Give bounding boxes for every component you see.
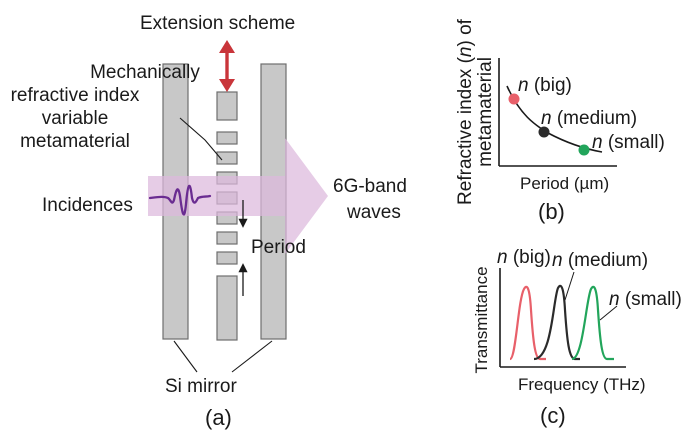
peak-small [571,285,614,361]
metamaterial-label-line2: refractive index [11,85,140,106]
si-mirror-leader-right [231,340,273,373]
peak-big-label: n (big) [497,247,551,268]
point-small [578,144,590,156]
peak-medium-label: n (medium) [552,250,648,271]
extension-arrow [219,40,235,92]
metamaterial-block [216,231,238,245]
panel-c-caption: (c) [540,403,566,428]
period-label: Period [251,237,306,258]
metamaterial-leader [179,117,223,161]
si-mirror-leader-left [173,340,198,373]
point-small-label: n (small) [592,132,665,153]
metamaterial-block [216,151,238,165]
peak-small-leader [599,305,618,321]
point-medium [538,126,550,138]
incident-wave [148,184,212,216]
metamaterial-label-line1: Mechanically [90,62,200,83]
panel-c: Transmittance Frequency (THz) n (big) n … [472,247,682,428]
wave-arrow [148,138,328,254]
point-medium-label: n (medium) [541,108,637,129]
panel-a: Extension scheme Mechanically refractive… [11,13,407,430]
panel-c-ylabel: Transmittance [472,266,491,373]
panel-b-xlabel: Period (µm) [520,174,609,193]
peak-big [508,285,546,361]
panel-c-xlabel: Frequency (THz) [518,375,646,394]
metamaterial-block [216,251,238,265]
extension-scheme-label: Extension scheme [140,13,295,34]
panel-b-ylabel-line2: metamaterial [475,57,496,167]
peak-medium-leader [564,271,575,301]
incidences-label: Incidences [42,195,133,216]
point-big [508,93,520,105]
metamaterial-top-bar [216,91,238,121]
panel-b: Refractive index (n) of metamaterial Per… [455,18,665,224]
output-waves-label-line2: waves [346,202,401,223]
metamaterial-label-line4: metamaterial [20,131,130,152]
panel-b-ylabel-line1: Refractive index (n) of [455,18,476,205]
metamaterial-bottom-bar [216,275,238,341]
si-mirror-label: Si mirror [165,376,237,397]
output-waves-label-line1: 6G-band [333,176,407,197]
peak-small-label: n (small) [609,289,682,310]
metamaterial-label-line3: variable [42,108,109,129]
panel-a-caption: (a) [205,405,232,430]
panel-b-caption: (b) [538,199,565,224]
point-big-label: n (big) [518,75,572,96]
metamaterial-block [216,131,238,145]
peak-medium [533,284,580,361]
